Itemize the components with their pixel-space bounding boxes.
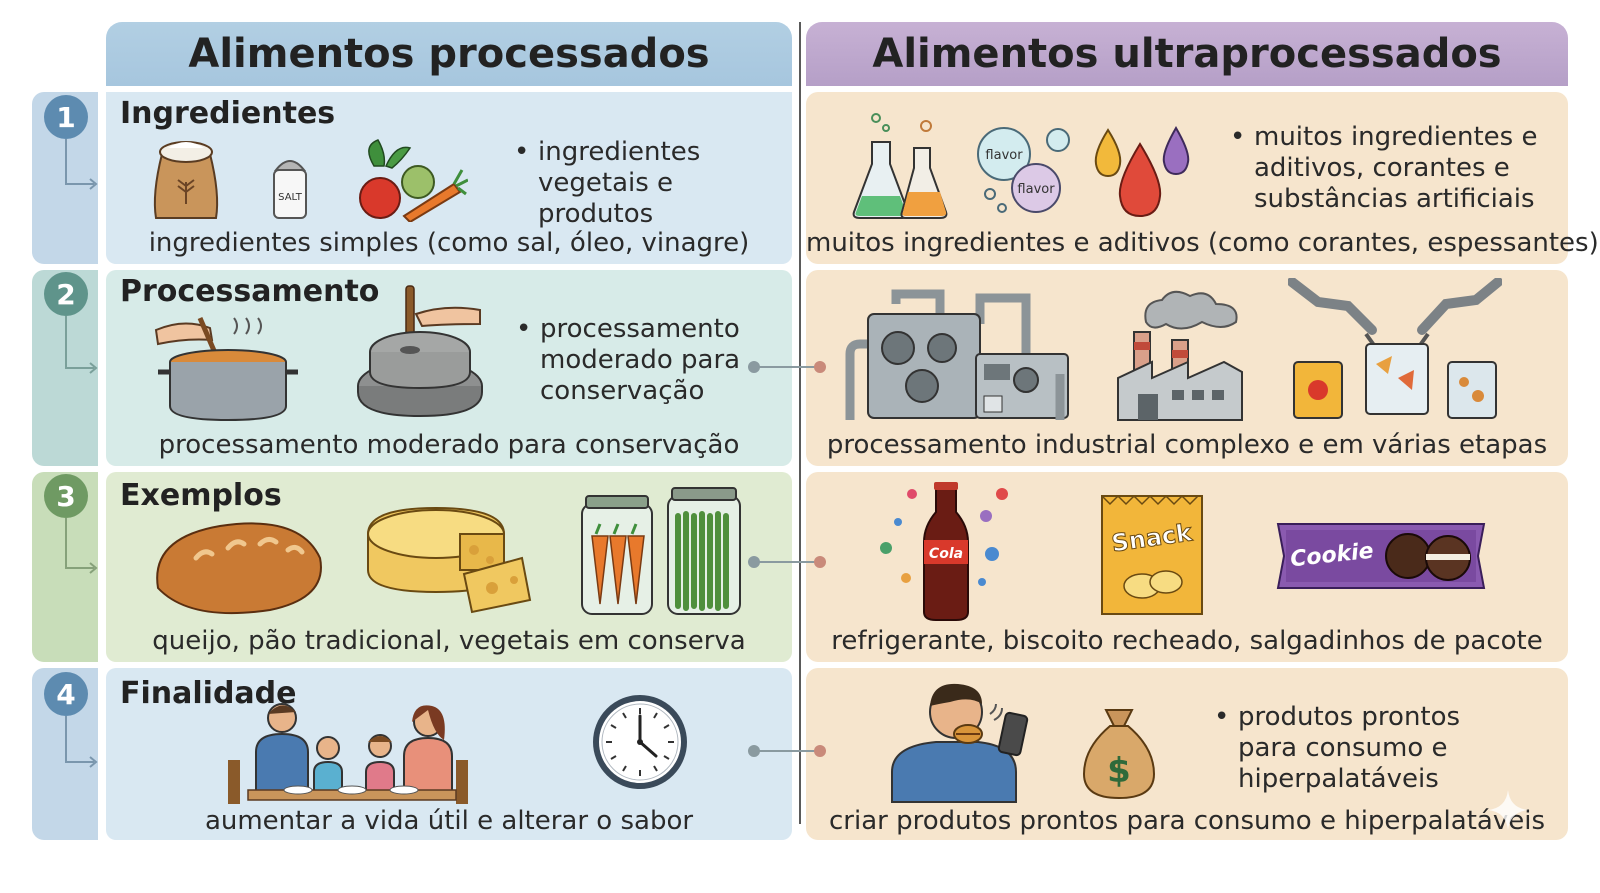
row-connector-arrow-3 xyxy=(65,518,98,574)
header-processed: Alimentos processados xyxy=(106,22,792,86)
row-title-ingredientes: Ingredientes xyxy=(120,96,336,131)
column-divider xyxy=(799,22,801,824)
svg-text:SALT: SALT xyxy=(278,192,303,203)
row-1-left-caption: ingredientes simples (como sal, óleo, vi… xyxy=(148,228,750,258)
row-4-right-bullet: •produtos prontos para consumo e hiperpa… xyxy=(1214,702,1461,794)
row-2-link-start-dot xyxy=(748,361,760,373)
row-title-finalidade: Finalidade xyxy=(120,676,297,711)
snack-bag-icon: Snack xyxy=(1101,494,1203,615)
grinding-stone-icon xyxy=(357,285,483,418)
salt-shaker-icon: SALT xyxy=(273,160,307,219)
row-3-link-end-dot xyxy=(814,556,826,568)
flour-sack-icon xyxy=(153,141,219,219)
svg-text:Cola: Cola xyxy=(929,546,963,562)
row-4-right-caption: criar produtos prontos para consumo e hi… xyxy=(829,806,1545,836)
row-4-left-caption: aumentar a vida útil e alterar o sabor xyxy=(204,806,694,836)
robotic-packaging-icon xyxy=(1288,278,1502,419)
row-number-4: 4 xyxy=(44,672,88,716)
row-4-link-start-dot xyxy=(748,745,760,757)
bread-loaf-icon xyxy=(156,522,322,615)
row-2-left-caption: processamento moderado para conservação xyxy=(158,430,740,460)
svg-text:flavor: flavor xyxy=(1017,182,1055,197)
row-number-1: 1 xyxy=(44,95,88,139)
cola-bottle-icon: Cola xyxy=(880,482,1008,621)
cookie-pack-icon: Cookie xyxy=(1276,523,1486,589)
svg-text:flavor: flavor xyxy=(985,148,1023,163)
row-number-2: 2 xyxy=(44,272,88,316)
preserve-jars-icon xyxy=(581,487,741,615)
lab-flasks-icon xyxy=(852,113,948,219)
header-ultraprocessed: Alimentos ultraprocessados xyxy=(806,22,1568,86)
money-bag-icon: $ xyxy=(1082,709,1156,800)
industrial-machine-icon xyxy=(845,289,1069,420)
clock-icon xyxy=(593,695,687,789)
row-2-left-bullet: •processamento moderado para conservação xyxy=(516,314,741,406)
row-1-right-caption: muitos ingredientes e aditivos (como cor… xyxy=(806,228,1599,258)
row-1-left-bullet: •ingredientes vegetais e produtos xyxy=(514,137,701,229)
row-4-link-end-dot xyxy=(814,745,826,757)
row-connector-arrow-2 xyxy=(65,316,98,374)
vegetables-icon xyxy=(359,139,468,222)
row-3-link-line xyxy=(754,561,818,563)
row-2-right-caption: processamento industrial complexo e em v… xyxy=(826,430,1548,460)
row-3-right-caption: refrigerante, biscoito recheado, salgadi… xyxy=(831,626,1543,656)
row-3-left-caption: queijo, pão tradicional, vegetais em con… xyxy=(152,626,746,656)
row-1-left-panel xyxy=(106,92,792,264)
person-eating-phone-icon xyxy=(891,683,1029,803)
row-2-link-line xyxy=(754,366,818,368)
row-3-link-start-dot xyxy=(748,556,760,568)
family-meal-icon xyxy=(228,703,468,804)
flavor-bubbles-icon: flavor flavor xyxy=(977,127,1070,213)
row-number-3: 3 xyxy=(44,474,88,518)
row-title-processamento: Processamento xyxy=(120,274,380,309)
color-drops-icon xyxy=(1094,126,1190,218)
svg-text:$: $ xyxy=(1107,751,1131,791)
row-title-exemplos: Exemplos xyxy=(120,478,282,513)
cheese-wheel-icon xyxy=(367,506,532,614)
row-connector-arrow-1 xyxy=(65,139,98,190)
row-4-link-line xyxy=(754,750,818,752)
factory-icon xyxy=(1117,290,1243,421)
row-1-right-bullet: •muitos ingredientes e aditivos, corante… xyxy=(1230,122,1538,214)
cooking-pot-icon xyxy=(154,317,298,422)
row-2-link-end-dot xyxy=(814,361,826,373)
sparkle-icon xyxy=(1488,790,1528,830)
row-connector-arrow-4 xyxy=(65,716,98,768)
